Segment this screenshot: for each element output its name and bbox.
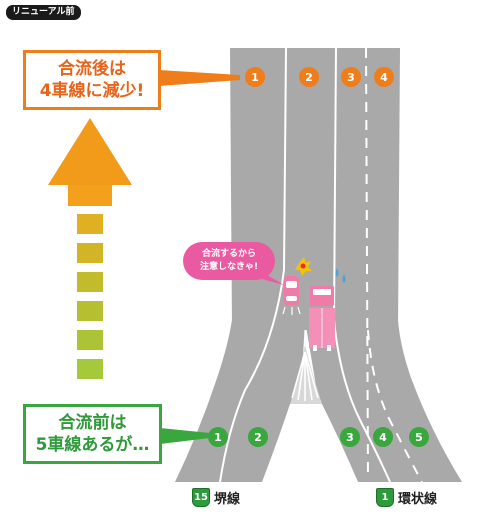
road-label-left: 15 堺線	[192, 488, 240, 507]
speech-bubble: 合流するから 注意しなきゃ!	[183, 242, 275, 280]
callout-after-line1: 合流後は	[58, 59, 126, 79]
lane-after-4: 4	[380, 71, 388, 84]
callout-before-merge: 合流前は 5車線あるが…	[23, 404, 162, 464]
lane-before-right-3: 3	[346, 431, 354, 444]
lane-after-1: 1	[251, 71, 259, 84]
callout-after-pointer	[159, 70, 240, 86]
truck	[309, 286, 335, 351]
lanes-before-badges: 1 2 3 4 5	[208, 427, 429, 447]
main-lane-lines	[283, 47, 369, 481]
lane-after-2: 2	[305, 71, 313, 84]
road-island	[262, 404, 358, 482]
gore-hatching	[291, 351, 319, 401]
gore-area	[290, 345, 322, 404]
speech-bubble-line2: 注意しなきゃ!	[199, 262, 259, 272]
left-branch-lane-lines	[219, 269, 285, 483]
callout-before-pointer	[160, 428, 210, 444]
route-shield-icon: 15	[192, 488, 210, 507]
callout-after-merge: 合流後は 4車線に減少!	[23, 50, 161, 110]
callout-before-line2: 5車線あるが…	[35, 435, 150, 455]
callout-after-line2: 4車線に減少!	[39, 81, 145, 101]
merging-car	[282, 276, 301, 315]
version-tag: リニューアル前	[6, 5, 81, 20]
route-shield-icon: 1	[376, 488, 394, 507]
upward-arrow	[48, 118, 132, 379]
speech-bubble-line1: 合流するから	[201, 249, 256, 259]
road-name-left: 堺線	[214, 492, 241, 507]
lane-after-3: 3	[347, 71, 355, 84]
callout-before-line1: 合流前は	[58, 413, 127, 433]
lane-before-left-1: 1	[214, 431, 222, 444]
lane-before-right-5: 5	[415, 431, 423, 444]
lanes-after-badges: 1 2 3 4	[245, 67, 394, 87]
lane-before-left-2: 2	[254, 431, 262, 444]
right-branch-lane-lines	[333, 319, 423, 483]
sweat-drops-icon	[335, 268, 346, 283]
lane-before-right-4: 4	[379, 431, 387, 444]
road-label-right: 1 環状線	[376, 488, 437, 507]
road-name-right: 環状線	[398, 492, 438, 507]
turn-signal-burst	[295, 257, 312, 276]
